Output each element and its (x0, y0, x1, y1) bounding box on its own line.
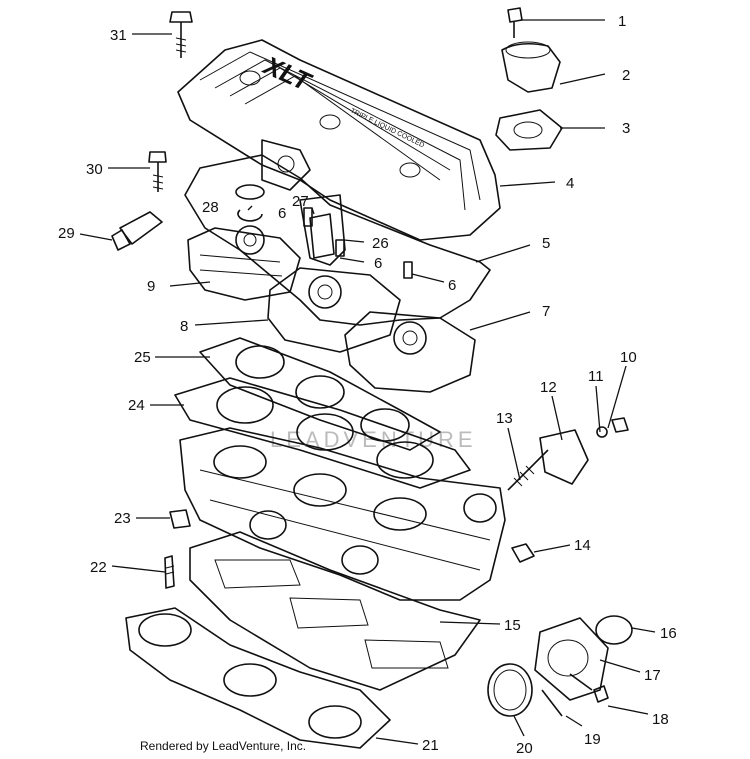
exhaust-gasket (125, 607, 391, 749)
temperature-sensor (111, 211, 163, 251)
callout-29: 29 (58, 225, 75, 242)
callout-25: 25 (134, 349, 151, 366)
callout-5: 5 (542, 235, 550, 252)
callout-8: 8 (180, 318, 188, 335)
callout-2: 2 (622, 67, 630, 84)
callout-4: 4 (566, 175, 574, 192)
callout-15: 15 (504, 617, 521, 634)
callout-28: 28 (202, 199, 219, 216)
callout-1: 1 (618, 13, 626, 30)
callout-11: 11 (588, 368, 604, 385)
spark-plug-tube (309, 213, 335, 259)
stud-bolt (507, 449, 549, 491)
cylinder-block (179, 427, 506, 601)
callout-31: 31 (110, 27, 127, 44)
callout-7: 7 (542, 303, 550, 320)
plug (169, 509, 191, 529)
drain-nut (511, 543, 535, 563)
cylinder-head-pto (187, 225, 301, 301)
callout-10: 10 (620, 349, 637, 366)
stud (164, 555, 175, 589)
cylinder-head-center (267, 267, 401, 353)
washer (596, 426, 608, 438)
callout-3: 3 (622, 120, 630, 137)
callout-27: 27 (292, 193, 309, 210)
cover-gasket (184, 154, 491, 326)
cover-logo: XLT (258, 49, 317, 97)
cylinder-head-mag (344, 311, 476, 393)
manifold-flange (534, 617, 609, 701)
head-gasket (199, 337, 441, 451)
callout-6: 6 (448, 277, 456, 294)
callout-18: 18 (652, 711, 669, 728)
dowel-pin (335, 239, 345, 257)
thermostat-housing (495, 7, 563, 151)
callout-30: 30 (86, 161, 103, 178)
callout-6: 6 (278, 205, 286, 222)
callout-9: 9 (147, 278, 155, 295)
callout-21: 21 (422, 737, 439, 754)
callout-12: 12 (540, 379, 557, 396)
callout-17: 17 (644, 667, 661, 684)
cylinder-head-cover: XLT TRIPLE LIQUID COOLED (177, 39, 501, 266)
render-credit: Rendered by LeadVenture, Inc. (140, 739, 307, 753)
cover-plate (539, 429, 589, 485)
seal-washer (235, 184, 265, 200)
cover-bolt (169, 11, 193, 58)
dowel-pin (403, 261, 413, 279)
callout-14: 14 (574, 537, 591, 554)
screw (569, 673, 609, 703)
grommet-bolt (148, 151, 167, 192)
nut (611, 417, 629, 433)
leader-lines (79, 19, 656, 745)
dowel-pin (303, 207, 313, 227)
base-gasket (189, 531, 481, 691)
callout-23: 23 (114, 510, 131, 527)
callout-24: 24 (128, 397, 145, 414)
cover-text: TRIPLE LIQUID COOLED (349, 108, 425, 150)
clamp-bolt (541, 689, 563, 717)
o-ring (237, 209, 263, 222)
callout-numbers: 1 2 3 4 5 6 7 8 9 10 11 12 13 14 15 16 1… (58, 13, 677, 757)
callout-20: 20 (516, 740, 533, 757)
callout-26: 26 (372, 235, 389, 252)
clamp (487, 663, 533, 717)
o-ring-large (595, 615, 633, 645)
callout-6: 6 (374, 255, 382, 272)
callout-13: 13 (496, 410, 513, 427)
callout-22: 22 (90, 559, 107, 576)
callout-19: 19 (584, 731, 601, 748)
callout-16: 16 (660, 625, 677, 642)
